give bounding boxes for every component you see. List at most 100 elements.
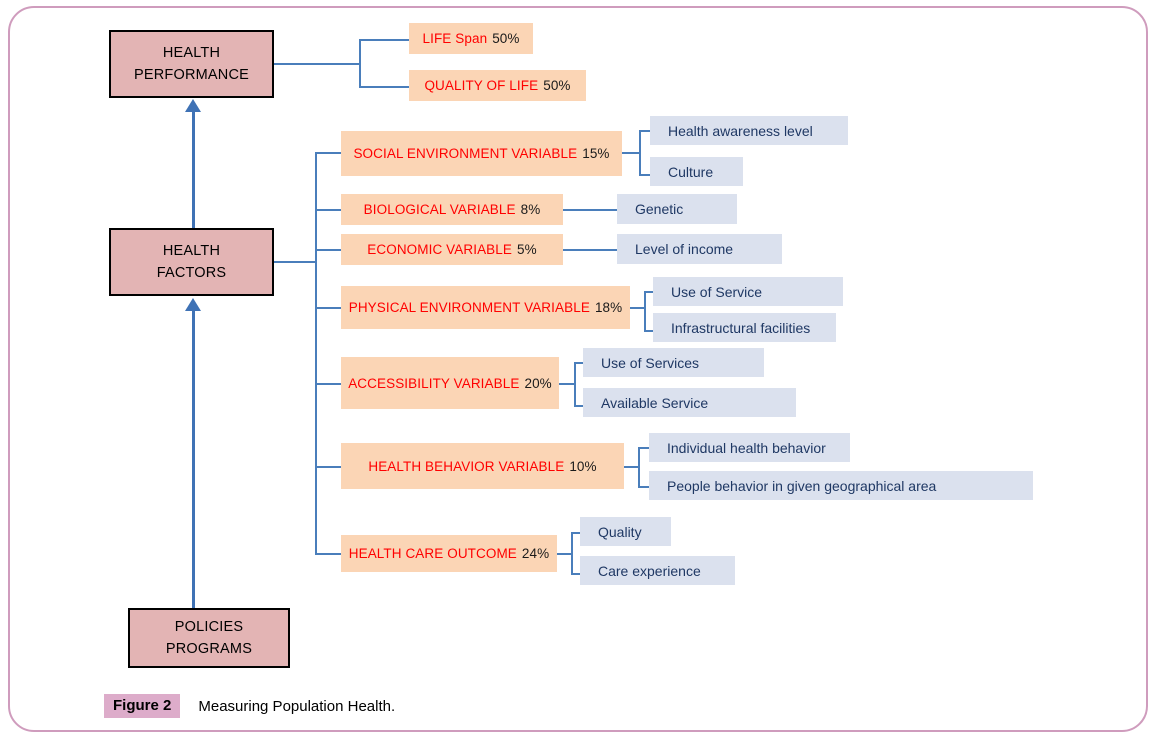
factor-1-pct: 8% [520, 202, 541, 217]
factor-3-child-0[interactable]: Use of Service [653, 277, 843, 306]
connector-factor-0-bracket [639, 130, 641, 175]
connector-factor-5-child-1 [638, 486, 650, 488]
connector-factor-3-child-0 [644, 291, 654, 293]
factor-1-label: BIOLOGICAL VARIABLE [363, 202, 516, 217]
factor-4-child-1[interactable]: Available Service [583, 388, 796, 417]
factor-4-child-1-label: Available Service [601, 394, 709, 411]
figure-caption-text: Measuring Population Health. [198, 697, 396, 715]
figure-number-badge: Figure 2 [104, 694, 181, 718]
factor-3-label: PHYSICAL ENVIRONMENT VARIABLE [348, 300, 590, 315]
factor-4-pct: 20% [524, 375, 552, 391]
factor-5-box[interactable]: HEALTH BEHAVIOR VARIABLE 10% [341, 443, 624, 489]
performance-child-1-label: QUALITY OF LIFE [424, 78, 539, 93]
arrow-factors-to-performance-shaft [192, 112, 195, 228]
node-health-performance-line1: HEALTH [162, 44, 221, 61]
connector-factor-3-out [630, 307, 645, 309]
factor-3-box[interactable]: PHYSICAL ENVIRONMENT VARIABLE 18% [341, 286, 630, 329]
factor-0-child-1-label: Culture [668, 163, 714, 180]
connector-factor-4-child-0 [574, 362, 584, 364]
connector-factor-4-child-1 [574, 405, 584, 407]
factor-6-label: HEALTH CARE OUTCOME [348, 546, 517, 561]
factor-2-pct: 5% [517, 242, 537, 257]
connector-factor-4-stub [315, 383, 342, 385]
connector-factor-6-out [557, 553, 572, 555]
connector-factor-0-stub [315, 152, 342, 154]
connector-factor-4-bracket [574, 362, 576, 406]
factor-0-child-1[interactable]: Culture [650, 157, 743, 186]
factor-0-child-0-label: Health awareness level [668, 122, 813, 139]
connector-factor-0-child-0 [639, 130, 651, 132]
connector-factor-5-out [624, 466, 639, 468]
factor-5-child-0[interactable]: Individual health behavior [649, 433, 850, 462]
node-health-performance[interactable]: HEALTH PERFORMANCE [109, 30, 274, 98]
node-health-performance-line2: PERFORMANCE [134, 67, 249, 83]
factor-5-child-1-label: People behavior in given geographical ar… [667, 477, 937, 494]
factor-2-child-0-label: Level of income [635, 241, 734, 257]
factor-1-child-0-label: Genetic [635, 201, 684, 217]
page-border [8, 6, 1148, 732]
factor-1-box[interactable]: BIOLOGICAL VARIABLE 8% [341, 194, 563, 225]
factor-4-child-0-label: Use of Services [601, 354, 700, 371]
connector-factor-3-child-1 [644, 330, 654, 332]
connector-factor-5-stub [315, 466, 342, 468]
node-policies-programs[interactable]: POLICIES PROGRAMS [128, 608, 290, 668]
factor-0-pct: 15% [582, 146, 610, 161]
node-health-factors-line2: FACTORS [156, 265, 227, 281]
connector-performance-child-0 [359, 39, 410, 41]
factor-1-child-0[interactable]: Genetic [617, 194, 737, 224]
factor-6-pct: 24% [521, 546, 550, 561]
factor-4-label: ACCESSIBILITY VARIABLE [348, 375, 520, 391]
connector-factors-stem [274, 261, 316, 263]
arrow-policies-to-factors-head [185, 298, 201, 311]
performance-child-0[interactable]: LIFE Span 50% [409, 23, 533, 54]
connector-performance-child-1 [359, 86, 410, 88]
factor-6-child-0[interactable]: Quality [580, 517, 671, 546]
factor-6-child-0-label: Quality [598, 523, 642, 540]
connector-factor-5-child-0 [638, 447, 650, 449]
factor-3-child-1[interactable]: Infrastructural facilities [653, 313, 836, 342]
connector-factor-2-out [563, 249, 618, 251]
connector-factor-1-stub [315, 209, 342, 211]
connector-factor-0-out [622, 152, 640, 154]
performance-child-0-pct: 50% [492, 31, 520, 46]
node-health-factors[interactable]: HEALTH FACTORS [109, 228, 274, 296]
factor-6-child-1-label: Care experience [598, 562, 701, 579]
arrow-policies-to-factors-shaft [192, 310, 195, 608]
factor-5-child-0-label: Individual health behavior [667, 439, 826, 456]
factor-3-child-0-label: Use of Service [671, 283, 763, 300]
factor-3-pct: 18% [594, 300, 623, 315]
factor-5-label: HEALTH BEHAVIOR VARIABLE [368, 458, 565, 474]
factor-0-label: SOCIAL ENVIRONMENT VARIABLE [353, 146, 578, 161]
connector-factor-6-child-0 [571, 532, 581, 534]
connector-performance-stem [274, 63, 360, 65]
connector-factors-spine [315, 152, 317, 553]
node-policies-programs-line1: POLICIES [174, 618, 244, 635]
performance-child-1-pct: 50% [543, 78, 571, 93]
factor-2-label: ECONOMIC VARIABLE [367, 242, 512, 257]
performance-child-1[interactable]: QUALITY OF LIFE 50% [409, 70, 586, 101]
factor-0-child-0[interactable]: Health awareness level [650, 116, 848, 145]
connector-factor-6-child-1 [571, 573, 581, 575]
factor-3-child-1-label: Infrastructural facilities [671, 319, 811, 336]
node-policies-programs-line2: PROGRAMS [165, 641, 253, 657]
connector-factor-2-stub [315, 249, 342, 251]
factor-2-box[interactable]: ECONOMIC VARIABLE 5% [341, 234, 563, 265]
connector-factor-1-out [563, 209, 618, 211]
factor-4-child-0[interactable]: Use of Services [583, 348, 764, 377]
factor-0-box[interactable]: SOCIAL ENVIRONMENT VARIABLE 15% [341, 131, 622, 176]
figure-caption: Figure 2 Measuring Population Health. [104, 694, 395, 718]
factor-6-box[interactable]: HEALTH CARE OUTCOME 24% [341, 535, 557, 572]
node-health-factors-line1: HEALTH [162, 242, 221, 259]
connector-factor-6-stub [315, 553, 342, 555]
factor-2-child-0[interactable]: Level of income [617, 234, 782, 264]
performance-child-0-label: LIFE Span [422, 31, 488, 46]
connector-performance-bracket [359, 39, 361, 87]
factor-4-box[interactable]: ACCESSIBILITY VARIABLE 20% [341, 357, 559, 409]
connector-factor-5-bracket [638, 447, 640, 487]
connector-factor-4-out [559, 383, 575, 385]
factor-6-child-1[interactable]: Care experience [580, 556, 735, 585]
factor-5-child-1[interactable]: People behavior in given geographical ar… [649, 471, 1033, 500]
connector-factor-6-bracket [571, 532, 573, 574]
factor-5-pct: 10% [569, 458, 597, 474]
